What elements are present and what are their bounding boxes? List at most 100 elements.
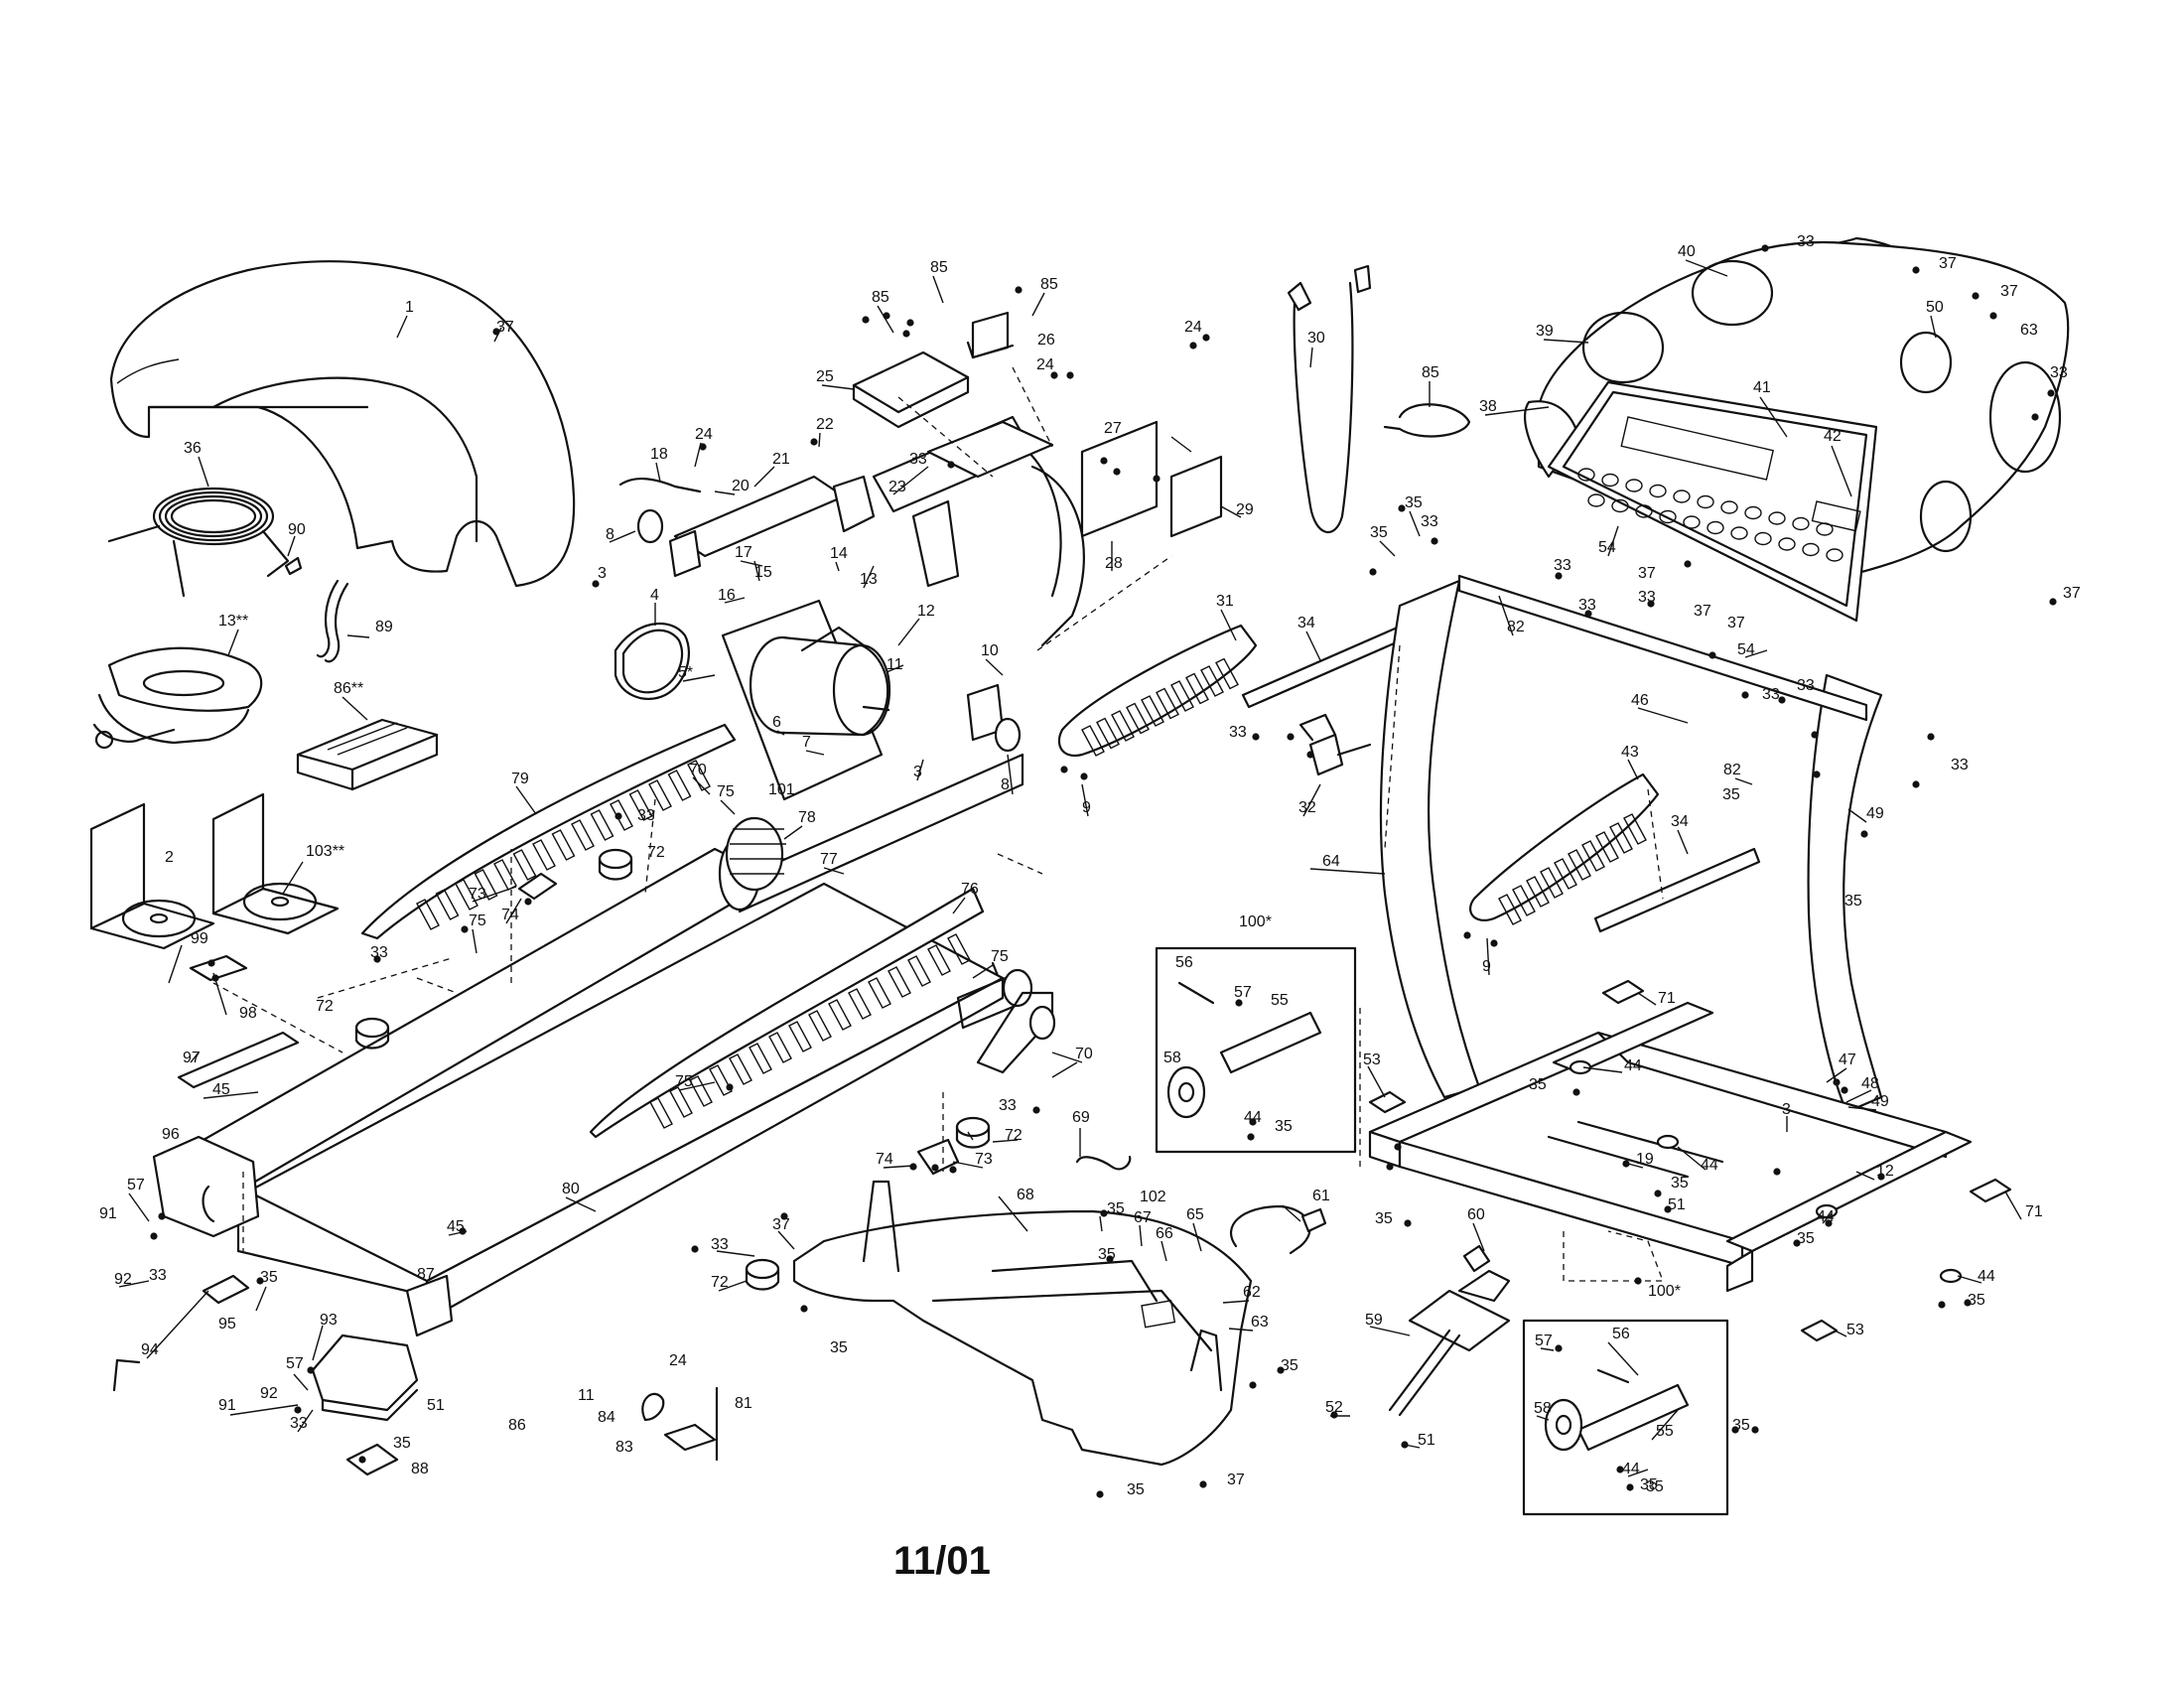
leader-line [493, 327, 502, 343]
screw [931, 1164, 939, 1172]
screw [256, 1277, 264, 1285]
part-label: 102 [1140, 1189, 1166, 1205]
screw [1773, 1168, 1781, 1176]
crossbar-34a [1241, 624, 1410, 709]
screw [1654, 1190, 1662, 1197]
part-label: 17 [735, 544, 752, 561]
part-label: 57 [1234, 984, 1252, 1001]
console-key [1611, 498, 1629, 513]
part-label: 4 [650, 587, 659, 604]
part-label: 97 [183, 1050, 201, 1066]
rail-slot [551, 829, 576, 861]
console-key [1625, 479, 1643, 492]
leader-line [1220, 505, 1242, 518]
leader-line [1472, 1222, 1485, 1252]
leader-line [505, 898, 522, 924]
part-label: 44 [1817, 1208, 1835, 1225]
leader-line [1220, 609, 1237, 641]
part-label: 65 [1186, 1206, 1204, 1223]
part-label: 66 [1156, 1225, 1173, 1242]
screw [524, 898, 532, 906]
leader-line [883, 1165, 914, 1169]
screw [1113, 468, 1121, 476]
part-label: 10 [981, 642, 999, 659]
leader-line [992, 1139, 1019, 1143]
part-label: 45 [447, 1218, 465, 1235]
fastener-screws [150, 244, 2057, 1498]
part-label: 77 [820, 851, 838, 868]
part-label: 37 [1727, 615, 1745, 632]
leader-line [753, 560, 760, 582]
screw [1431, 537, 1438, 545]
leader-line [724, 597, 746, 604]
part-label: 25 [816, 368, 834, 385]
part-label: 3 [1782, 1101, 1791, 1118]
part-label: 75 [717, 783, 735, 800]
screw [1634, 1277, 1642, 1285]
part-label: 13** [218, 613, 248, 630]
rail-slot [1126, 702, 1150, 735]
console-key [1730, 526, 1748, 540]
part-label: 79 [511, 771, 529, 787]
screw [1235, 999, 1243, 1007]
leader-line [692, 776, 711, 795]
screw [691, 1245, 699, 1253]
wheel-kit-box-a [1155, 946, 1357, 1154]
leader-line [1845, 1089, 1872, 1103]
part-label: 35 [1640, 1476, 1658, 1493]
rail-slot [1554, 858, 1577, 890]
leader-line [776, 730, 785, 736]
leader-line [341, 696, 368, 721]
part-label: 24 [1036, 356, 1054, 373]
part-label: 9 [1082, 799, 1091, 816]
part-label: 98 [239, 1005, 257, 1022]
screw [1330, 1411, 1338, 1419]
console-key [1706, 520, 1724, 535]
screw [1306, 751, 1314, 759]
part-label: 72 [316, 998, 334, 1015]
part-label: 37 [2063, 585, 2081, 602]
part-label: 35 [1797, 1230, 1815, 1247]
screw [1032, 1106, 1040, 1114]
screw [1066, 371, 1074, 379]
console-key [1792, 516, 1810, 531]
assembly-guide-lines [212, 366, 1664, 1282]
leader-line [777, 1230, 795, 1250]
part-label: 11 [887, 656, 903, 673]
part-label: 13 [860, 571, 878, 588]
part-label: 53 [1846, 1322, 1864, 1338]
screw [1664, 1205, 1672, 1213]
console-key [1768, 511, 1786, 525]
part-label: 73 [469, 886, 486, 903]
leader-line [1536, 1415, 1550, 1421]
console-key [1744, 505, 1762, 520]
console-key [1826, 548, 1843, 562]
part-label: 51 [1668, 1196, 1686, 1213]
part-label: 51 [1418, 1432, 1435, 1449]
side-rail-76 [589, 887, 985, 1139]
part-label: 32 [1298, 799, 1316, 816]
screw [1989, 312, 1997, 320]
screw [592, 580, 600, 588]
screw [1287, 733, 1295, 741]
screw [207, 959, 215, 967]
screw [1096, 1490, 1104, 1498]
part-label: 37 [772, 1216, 790, 1233]
part-label: 8 [606, 526, 614, 543]
leader-line [1369, 1326, 1411, 1336]
screw [1708, 651, 1716, 659]
leader-line [1007, 754, 1014, 795]
handrail-31 [1057, 624, 1258, 758]
part-label: 81 [735, 1395, 752, 1412]
part-label: 70 [1075, 1046, 1093, 1062]
rail-slot [1200, 665, 1224, 697]
part-label: 35 [1375, 1210, 1393, 1227]
part-label: 24 [669, 1352, 687, 1369]
screw [1964, 1299, 1972, 1307]
part-label: 72 [1005, 1127, 1023, 1144]
part-label: 57 [127, 1177, 145, 1193]
part-label: 35 [1968, 1292, 1985, 1309]
part-label: 16 [718, 587, 736, 604]
part-label: 58 [1163, 1050, 1181, 1066]
leader-line [282, 861, 304, 895]
